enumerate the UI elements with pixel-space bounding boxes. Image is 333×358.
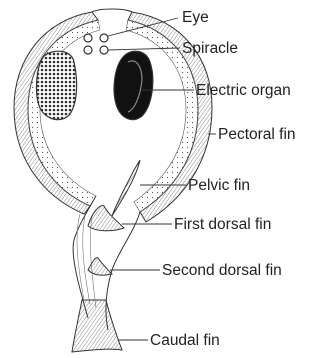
caudal-fin (72, 300, 122, 352)
label-caudal-fin: Caudal fin (150, 332, 220, 349)
label-electric-organ: Electric organ (196, 82, 291, 99)
label-eye: Eye (182, 9, 209, 26)
spiracle-icon-left (84, 46, 92, 54)
second-dorsal-fin (88, 258, 112, 276)
label-first-dorsal-fin: First dorsal fin (174, 216, 271, 233)
label-pectoral-fin: Pectoral fin (218, 126, 296, 143)
first-dorsal-fin (88, 206, 124, 231)
pelvic-fin (112, 160, 140, 216)
eye-icon-right-top (100, 34, 108, 42)
label-pelvic-fin: Pelvic fin (188, 177, 250, 194)
electric-organ-left (37, 51, 77, 119)
disc-top-edge (92, 9, 132, 12)
label-spiracle: Spiracle (182, 40, 238, 57)
label-second-dorsal-fin: Second dorsal fin (162, 262, 282, 279)
eye-icon-left-top (84, 34, 92, 42)
spiracle-icon-right (100, 46, 108, 54)
